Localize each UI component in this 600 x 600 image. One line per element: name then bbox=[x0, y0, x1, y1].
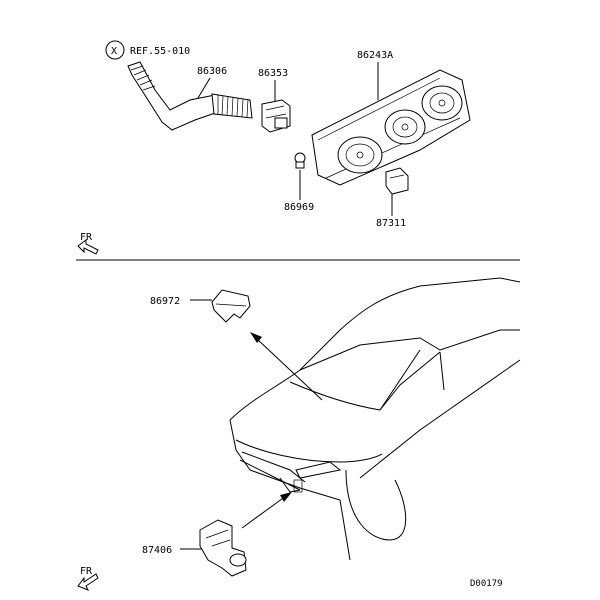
label-ref: REF.55-010 bbox=[130, 46, 190, 57]
bulb-86969 bbox=[294, 152, 306, 169]
connector-87311 bbox=[385, 167, 409, 195]
label-87406: 87406 bbox=[142, 545, 172, 556]
aspirator-86353 bbox=[261, 99, 291, 133]
svg-text:FR: FR bbox=[80, 232, 93, 243]
ref-marker: X bbox=[105, 40, 125, 60]
fr-arrow-bottom: FR bbox=[77, 566, 99, 591]
heater-control-86243A bbox=[311, 69, 471, 186]
label-87311: 87311 bbox=[376, 218, 406, 229]
fr-arrow-top: FR bbox=[77, 232, 99, 255]
sensor-86972 bbox=[211, 289, 251, 323]
label-86353: 86353 bbox=[258, 68, 288, 79]
label-86972: 86972 bbox=[150, 296, 180, 307]
duct-hose-86306 bbox=[127, 61, 253, 131]
switch-87406 bbox=[199, 519, 247, 577]
label-86306: 86306 bbox=[197, 66, 227, 77]
label-86243A: 86243A bbox=[357, 50, 393, 61]
drawing-code: D00179 bbox=[470, 579, 503, 589]
car-outline bbox=[229, 277, 521, 561]
ref-marker-letter: X bbox=[111, 46, 117, 57]
label-86969: 86969 bbox=[284, 202, 314, 213]
svg-text:FR: FR bbox=[80, 566, 93, 577]
